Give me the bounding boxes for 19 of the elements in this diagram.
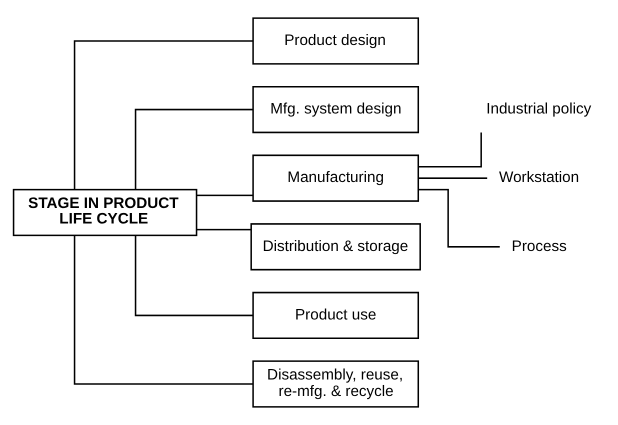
connector (418, 132, 482, 168)
node-box: Manufacturing (252, 154, 420, 202)
node-box: Disassembly, reuse, re-mfg. & recycle (252, 360, 420, 408)
connector (196, 228, 251, 230)
connector (418, 177, 488, 179)
node-text: Process (512, 238, 567, 255)
node-box: Product use (252, 292, 420, 340)
node-box: Mfg. system design (252, 86, 420, 134)
node-text: Industrial policy (486, 100, 592, 118)
node-box: STAGE IN PRODUCT LIFE CYCLE (12, 188, 198, 236)
connector (74, 236, 254, 385)
connector (74, 40, 254, 190)
node-box: Distribution & storage (250, 223, 421, 270)
connector (418, 188, 500, 248)
node-text: Workstation (498, 169, 580, 186)
connector (134, 236, 253, 316)
connector (196, 194, 253, 196)
node-box: Product design (252, 17, 420, 65)
connector (134, 108, 253, 190)
